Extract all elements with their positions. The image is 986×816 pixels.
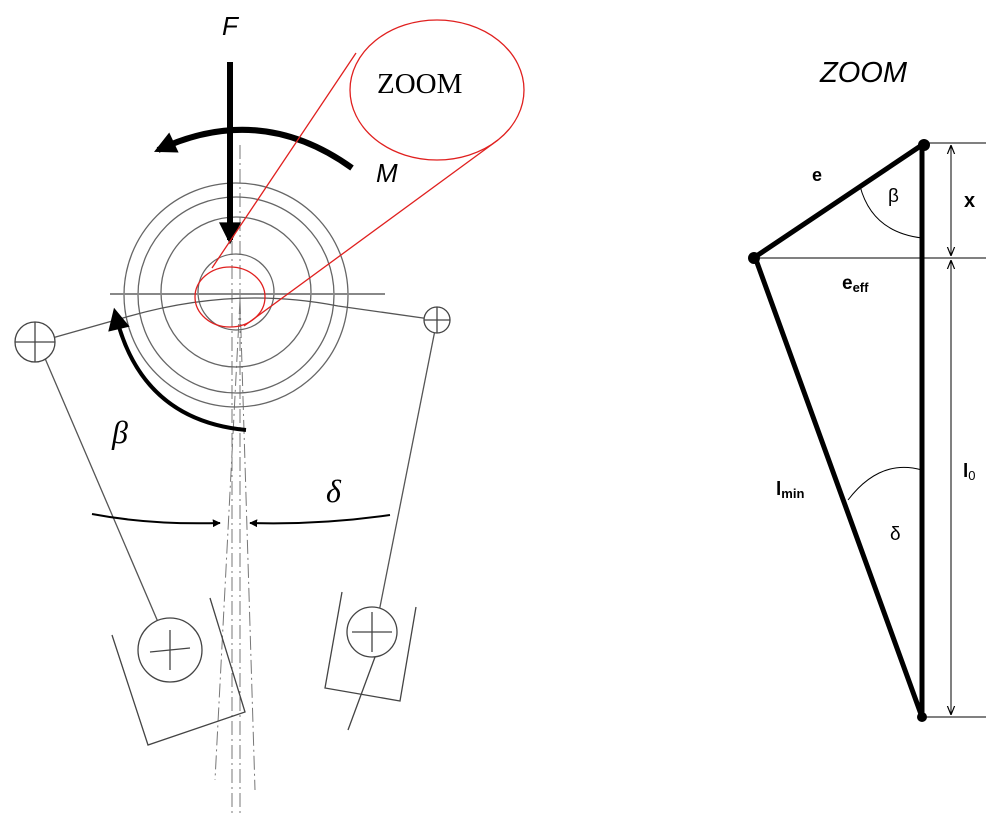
left-wheel-carriage — [111, 597, 246, 746]
right-wheel-carriage — [324, 591, 417, 731]
zoom-title: ZOOM — [819, 57, 908, 89]
moment-arrow — [154, 126, 354, 171]
right-pivot-icon — [423, 306, 451, 334]
l0-label: l0 — [963, 461, 976, 483]
mechanism-diagram: F M β δ ZOOM — [14, 11, 525, 816]
delta-label: δ — [326, 473, 342, 509]
delta-angle-label: δ — [890, 524, 901, 545]
delta-left-arrow — [91, 513, 221, 528]
zoom-bubble-label: ZOOM — [377, 68, 462, 100]
lmin-label: lmin — [776, 479, 804, 501]
e-eff-label: eeff — [842, 273, 869, 295]
zoom-detail-diagram: ZOOM e β x eeff l0 — [748, 57, 986, 722]
zoom-bubble-ellipse — [349, 19, 525, 161]
zoom-target-ellipse — [194, 266, 266, 328]
dimension-lines — [757, 142, 986, 718]
geometry-triangle — [752, 142, 925, 720]
e-label: e — [812, 165, 822, 185]
x-dimension-label: x — [964, 190, 975, 212]
beta-rotation-arrow — [108, 307, 247, 432]
center-axis-lines — [214, 145, 256, 816]
angle-arcs — [847, 185, 923, 501]
force-label: F — [222, 11, 240, 41]
lever-arms — [37, 297, 438, 651]
moment-label: M — [376, 158, 398, 188]
vertex-points — [748, 139, 930, 722]
beta-angle-label: β — [888, 186, 899, 207]
left-pivot-icon — [14, 321, 56, 363]
beta-label: β — [111, 414, 128, 450]
zoom-indicator — [194, 19, 525, 328]
delta-right-arrow — [249, 514, 391, 528]
